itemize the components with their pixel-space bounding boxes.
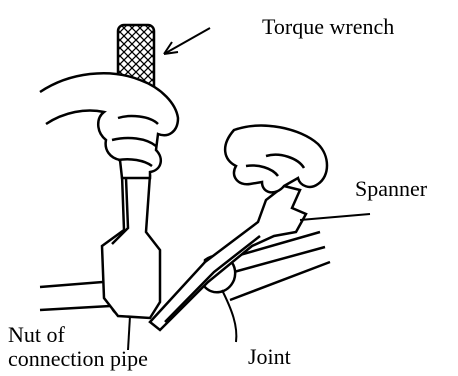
joint-label: Joint — [248, 344, 291, 369]
spanner-leader — [300, 214, 370, 220]
left-hand — [40, 73, 178, 178]
leader-lines — [128, 28, 370, 350]
torque-wrench-label: Torque wrench — [262, 14, 394, 39]
nut-label-line2: connection pipe — [8, 346, 148, 371]
nut-leader — [128, 316, 130, 350]
torque-wrench-arrow — [164, 28, 210, 54]
nut-label-line1: Nut of — [8, 322, 66, 347]
spanner-label: Spanner — [355, 176, 428, 201]
right-hand — [225, 126, 327, 193]
